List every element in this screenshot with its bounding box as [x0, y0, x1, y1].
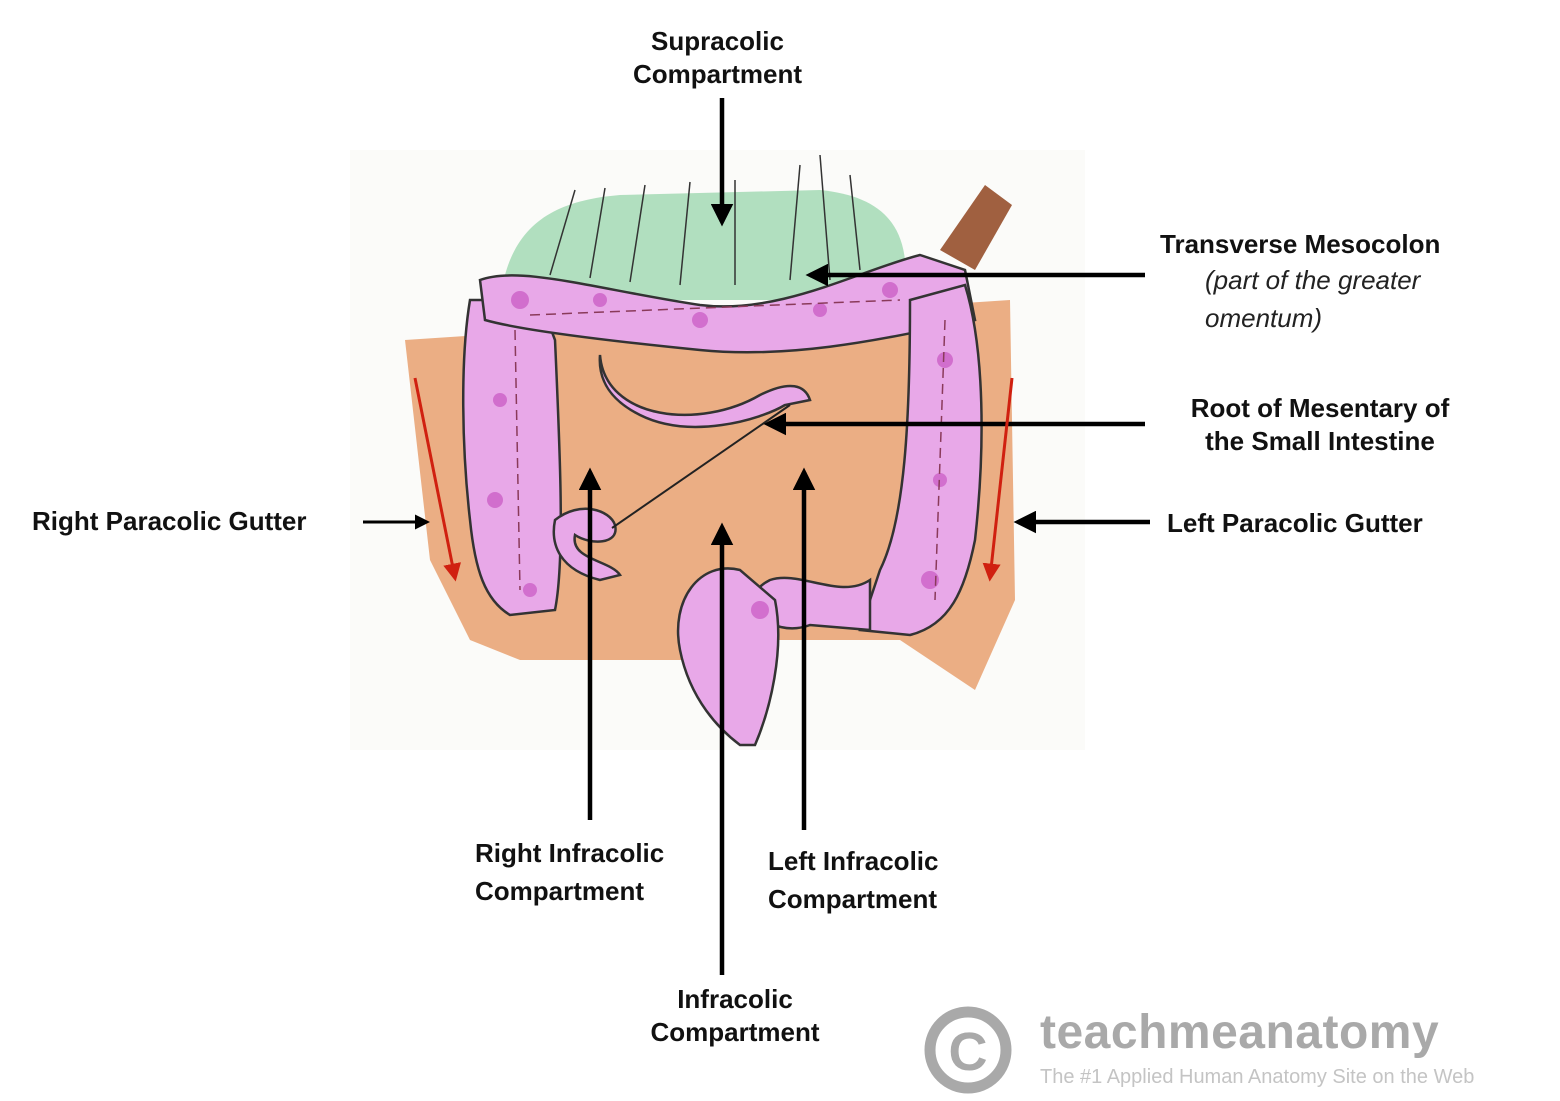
small-intestine-loop: [598, 354, 812, 429]
watermark-brand: teachmeanatomy: [1040, 1006, 1440, 1059]
left-paracolic-label: Left Paracolic Gutter: [1167, 508, 1423, 538]
descending-colon: [858, 283, 983, 637]
splenic-flexure-attachment: [940, 185, 1012, 270]
root-mesentery-label: Root of Mesentary of the Small Intestine: [1190, 393, 1450, 456]
infracolic-label: Infracolic Compartment: [650, 984, 820, 1047]
taenia-coli: [514, 299, 946, 601]
caecum: [552, 507, 623, 582]
omentum-strokes: [549, 154, 861, 286]
sigmoid-colon: [752, 576, 872, 632]
greater-omentum: [505, 190, 905, 300]
ascending-colon: [461, 298, 563, 617]
left-infracolic-label: Left Infracolic Compartment: [768, 846, 939, 914]
transverse-mesocolon-label: Transverse Mesocolon: [1160, 229, 1441, 259]
right-paracolic-label: Right Paracolic Gutter: [32, 506, 307, 536]
gutter-flow-arrows: [413, 377, 1014, 582]
watermark-tagline: The #1 Applied Human Anatomy Site on the…: [1040, 1066, 1475, 1088]
right-gutter-flow-arrow: [413, 377, 462, 582]
root-of-mesentery: [611, 404, 791, 529]
haustra-highlights: [487, 282, 953, 619]
pointer-arrows: [363, 98, 1150, 975]
transverse-mesocolon-note: (part of the greater omentum): [1205, 265, 1421, 333]
large-intestine: [461, 253, 983, 747]
copyright-icon: C: [924, 1006, 1012, 1094]
supracolic-label: Supracolic Compartment: [632, 26, 802, 89]
left-gutter-flow-arrow: [982, 377, 1014, 582]
transverse-colon: [478, 253, 977, 354]
svg-text:C: C: [949, 1022, 988, 1082]
right-infracolic-label: Right Infracolic Compartment: [475, 838, 665, 906]
